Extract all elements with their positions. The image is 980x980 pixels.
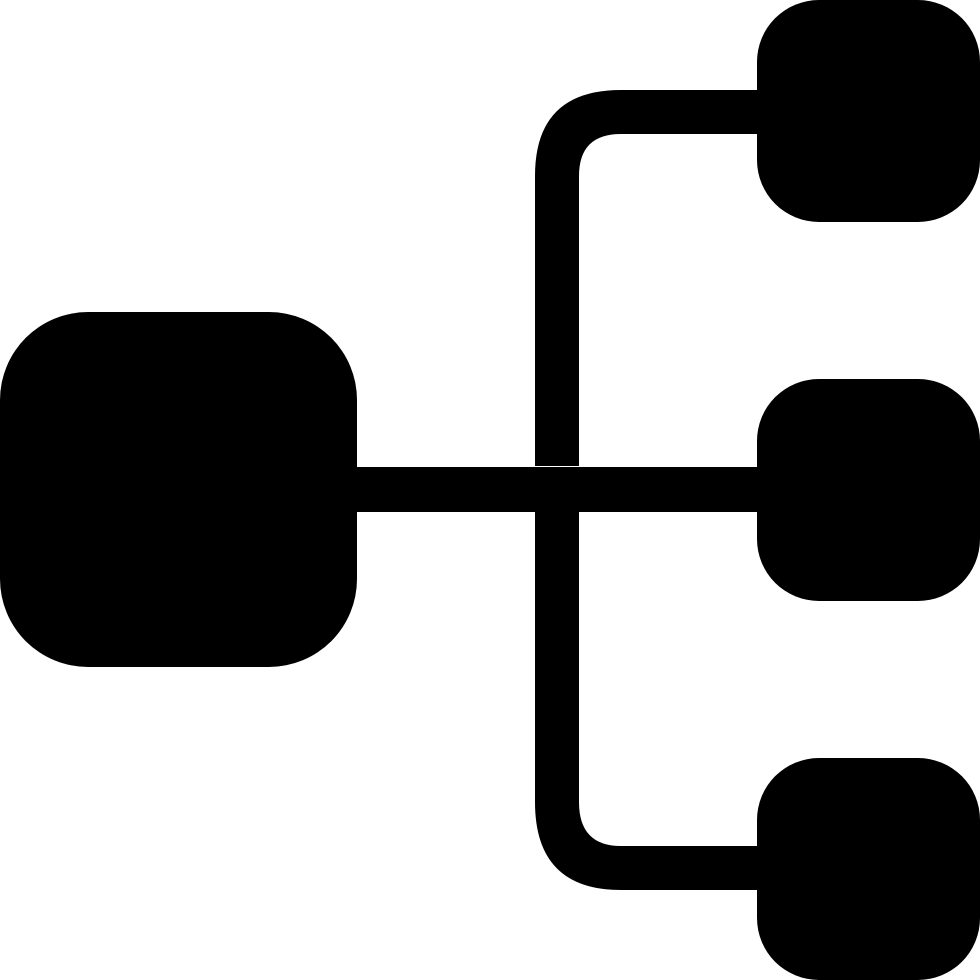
- child-node-bottom: [757, 758, 980, 980]
- child-node-middle: [757, 379, 980, 601]
- connector-lines: [350, 90, 760, 890]
- top-branch-connector: [535, 90, 760, 466]
- main-horizontal-connector: [350, 467, 760, 512]
- root-node: [0, 312, 357, 667]
- child-node-top: [757, 0, 980, 222]
- bottom-branch-connector: [535, 512, 760, 890]
